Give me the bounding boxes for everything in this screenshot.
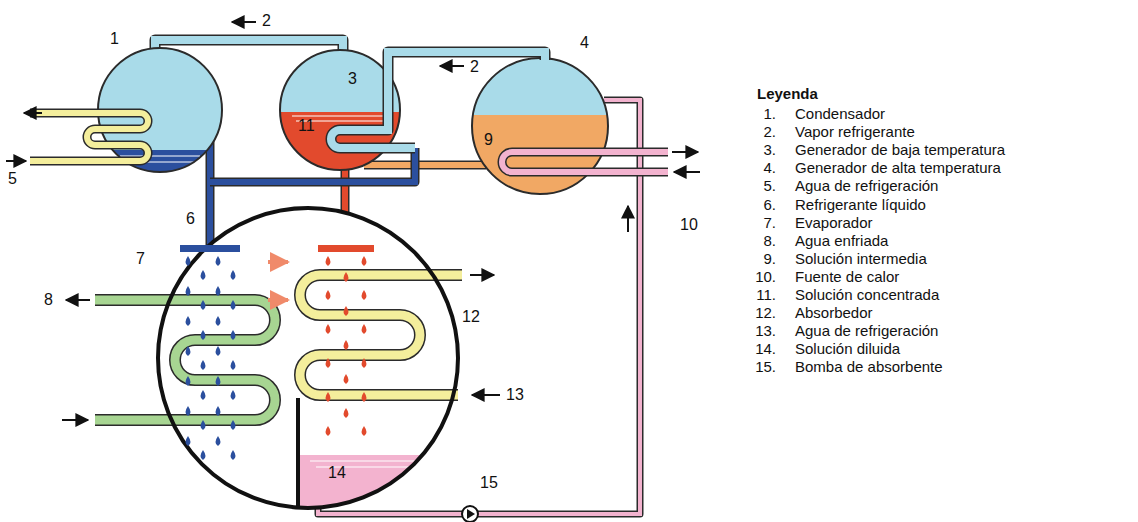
droplet bbox=[186, 316, 191, 326]
droplet bbox=[186, 286, 191, 296]
legend-text: Solución intermedia bbox=[795, 251, 927, 268]
legend-text: Vapor refrigerante bbox=[795, 124, 915, 141]
legend-number: 14. bbox=[752, 341, 776, 358]
legend-number: 8. bbox=[752, 233, 776, 250]
legend-text: Agua de refrigeración bbox=[795, 323, 938, 340]
droplet bbox=[201, 330, 206, 340]
callout-number: 2 bbox=[262, 12, 271, 30]
callout-number: 13 bbox=[506, 386, 524, 404]
callout-number: 3 bbox=[348, 70, 357, 88]
droplet bbox=[326, 256, 331, 266]
legend-text: Fuente de calor bbox=[795, 269, 899, 286]
legend-number: 9. bbox=[752, 251, 776, 268]
callout-number: 4 bbox=[580, 34, 589, 52]
droplet bbox=[216, 256, 221, 266]
legend-number: 15. bbox=[752, 359, 776, 376]
droplet bbox=[186, 256, 191, 266]
legend-text: Bomba de absorbente bbox=[795, 359, 943, 376]
legend-text: Agua enfriada bbox=[795, 233, 888, 250]
droplet bbox=[344, 374, 349, 384]
droplet bbox=[326, 392, 331, 402]
droplet bbox=[362, 392, 367, 402]
callout-number: 1 bbox=[110, 30, 119, 48]
droplet bbox=[231, 300, 236, 310]
callout-number: 15 bbox=[480, 474, 498, 492]
legend-number: 13. bbox=[752, 323, 776, 340]
legend-number: 5. bbox=[752, 178, 776, 195]
droplet bbox=[362, 256, 367, 266]
droplet bbox=[231, 390, 236, 400]
droplet bbox=[201, 390, 206, 400]
droplet bbox=[231, 450, 236, 460]
callout-number: 11 bbox=[298, 117, 315, 135]
legend-text: Generador de alta temperatura bbox=[795, 160, 1001, 177]
legend-text: Solución diluida bbox=[795, 341, 900, 358]
droplet bbox=[201, 420, 206, 430]
droplet bbox=[186, 346, 191, 356]
callout-number: 7 bbox=[136, 250, 145, 268]
droplet bbox=[186, 436, 191, 446]
droplet bbox=[326, 358, 331, 368]
droplet bbox=[362, 358, 367, 368]
droplet bbox=[231, 360, 236, 370]
callout-number: 5 bbox=[8, 170, 17, 188]
legend-text: Refrigerante líquido bbox=[795, 197, 926, 214]
droplet bbox=[326, 426, 331, 436]
droplet bbox=[344, 272, 349, 282]
droplet bbox=[344, 340, 349, 350]
callout-number: 9 bbox=[484, 131, 493, 149]
legend-text: Generador de baja temperatura bbox=[795, 142, 1005, 159]
droplet bbox=[231, 330, 236, 340]
legend-number: 2. bbox=[752, 124, 776, 141]
callout-number: 10 bbox=[680, 216, 698, 234]
legend-number: 6. bbox=[752, 197, 776, 214]
legend-number: 11. bbox=[752, 287, 776, 304]
callout-number: 8 bbox=[44, 291, 53, 309]
droplet bbox=[326, 324, 331, 334]
droplet bbox=[216, 436, 221, 446]
callout-number: 6 bbox=[186, 210, 195, 228]
droplet bbox=[231, 270, 236, 280]
droplet bbox=[201, 360, 206, 370]
droplet bbox=[216, 406, 221, 416]
droplet bbox=[216, 316, 221, 326]
legend-number: 3. bbox=[752, 142, 776, 159]
droplet bbox=[201, 450, 206, 460]
droplet bbox=[216, 346, 221, 356]
droplet bbox=[186, 406, 191, 416]
droplet bbox=[326, 290, 331, 300]
legend-text: Absorbedor bbox=[795, 305, 873, 322]
legend-text: Agua de refrigeración bbox=[795, 178, 938, 195]
legend-number: 7. bbox=[752, 215, 776, 232]
droplet bbox=[231, 420, 236, 430]
callout-number: 2 bbox=[470, 58, 479, 76]
callout-number: 14 bbox=[328, 464, 346, 482]
legend-text: Solución concentrada bbox=[795, 287, 939, 304]
legend-number: 4. bbox=[752, 160, 776, 177]
droplet bbox=[362, 290, 367, 300]
legend-text: Condensador bbox=[795, 106, 885, 123]
droplet bbox=[186, 376, 191, 386]
droplet bbox=[344, 306, 349, 316]
legend-number: 1. bbox=[752, 106, 776, 123]
legend-number: 10. bbox=[752, 269, 776, 286]
droplet bbox=[216, 376, 221, 386]
callout-number: 12 bbox=[462, 308, 480, 326]
droplet bbox=[201, 270, 206, 280]
legend-number: 12. bbox=[752, 305, 776, 322]
droplet bbox=[201, 300, 206, 310]
droplet bbox=[362, 324, 367, 334]
legend-text: Evaporador bbox=[795, 215, 873, 232]
droplet bbox=[216, 286, 221, 296]
droplet bbox=[344, 408, 349, 418]
droplet bbox=[362, 426, 367, 436]
legend-title: Leyenda bbox=[757, 86, 818, 103]
